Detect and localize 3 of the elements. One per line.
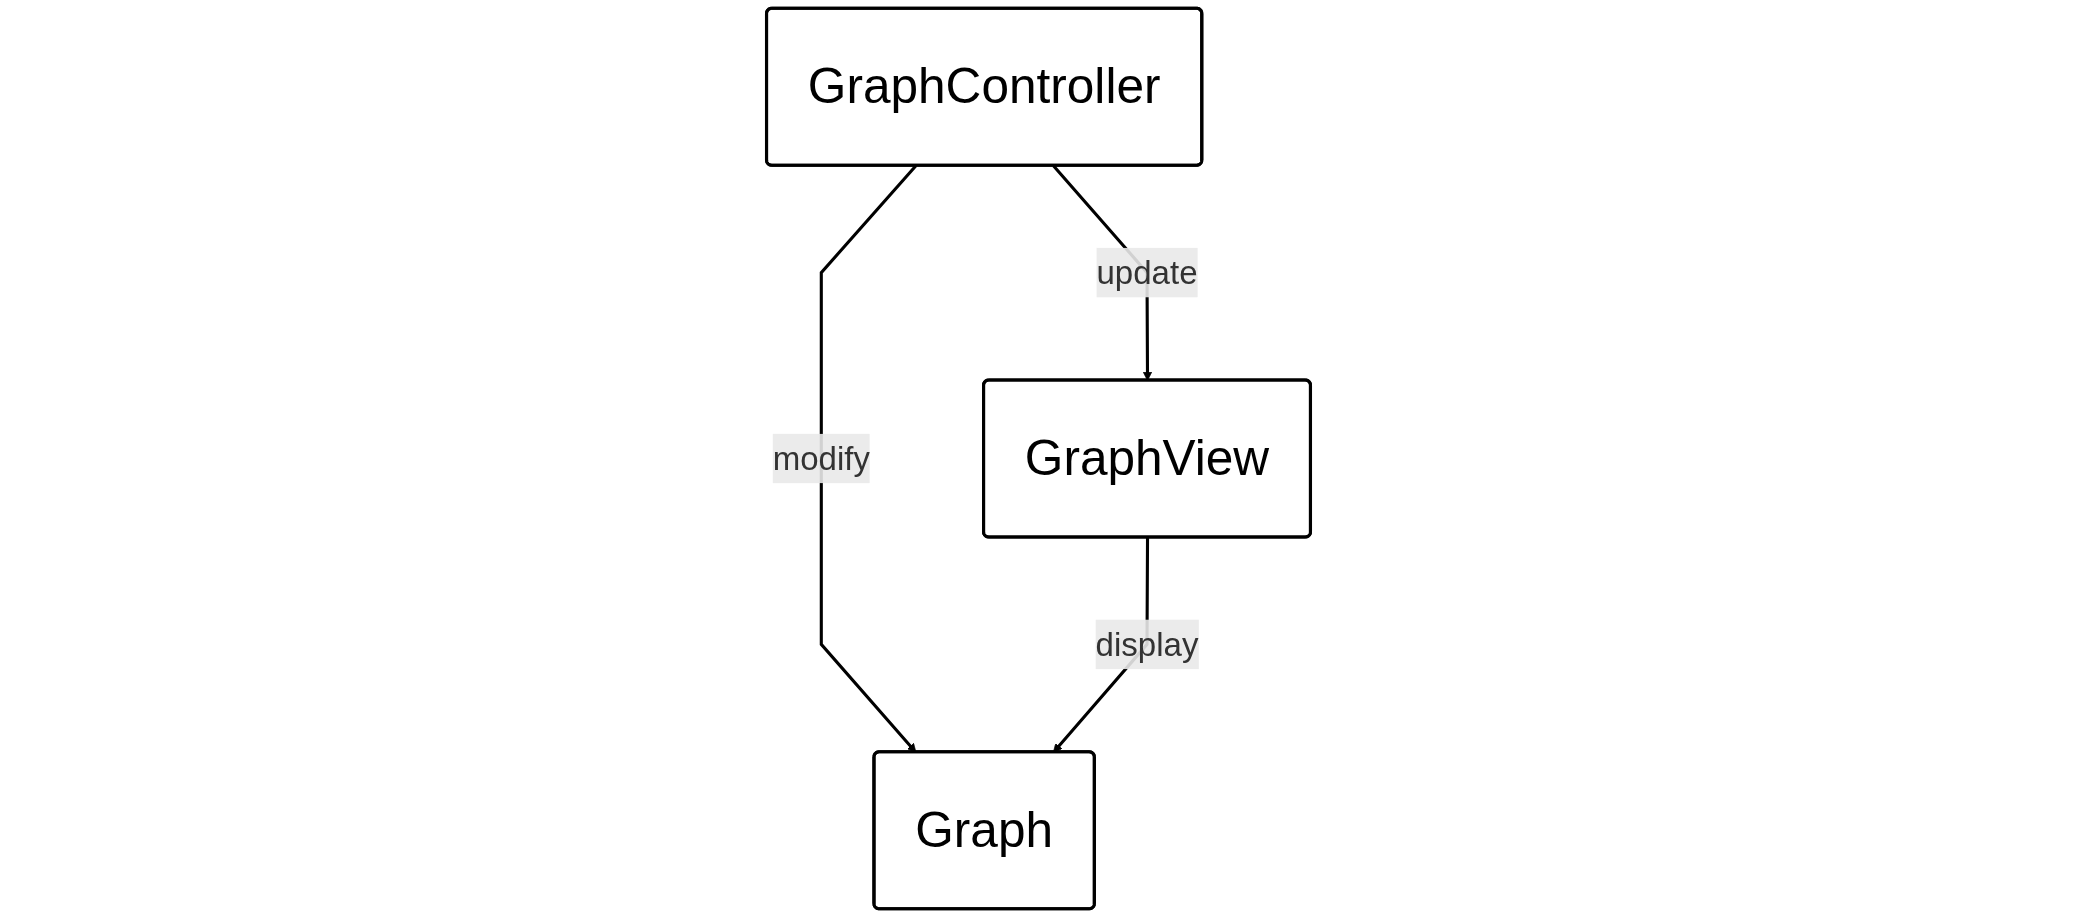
edge-label: display xyxy=(1095,625,1199,663)
edge-label: update xyxy=(1096,254,1198,292)
edge-label: modify xyxy=(772,439,870,478)
